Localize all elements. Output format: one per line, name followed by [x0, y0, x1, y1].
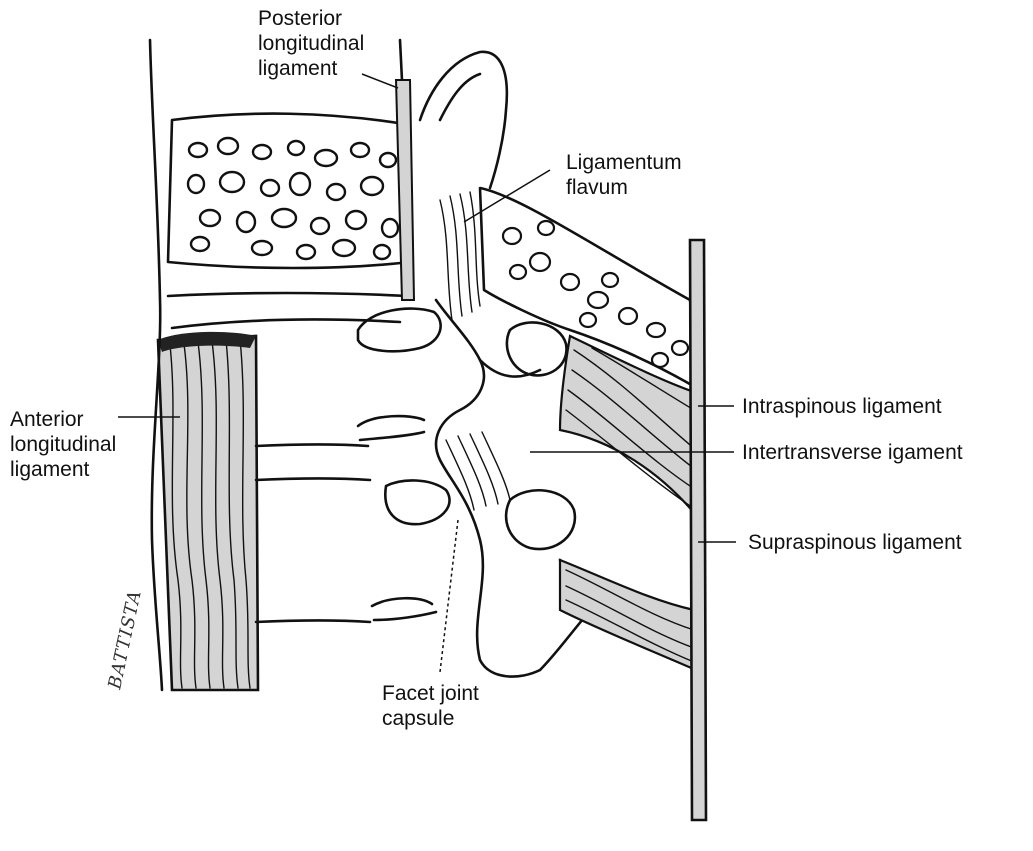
leader-facet-capsule	[440, 520, 458, 672]
label-line: Posterior	[258, 6, 364, 31]
supraspinous-ligament-drawing	[690, 240, 706, 820]
artist-signature: BATTISTA	[104, 588, 146, 692]
label-ligamentum-flavum: Ligamentum flavum	[566, 150, 682, 200]
label-line: longitudinal	[10, 432, 116, 457]
label-line: Anterior	[10, 407, 116, 432]
vertebral-body-upper	[168, 114, 410, 268]
facet-capsule-drawing	[446, 432, 510, 510]
label-line: ligament	[10, 457, 116, 482]
ligamentum-flavum-drawing	[440, 192, 480, 320]
leader-ligamentum-flavum	[464, 170, 550, 222]
svg-text:BATTISTA: BATTISTA	[104, 588, 146, 692]
label-anterior-longitudinal-ligament: Anterior longitudinal ligament	[10, 407, 116, 482]
label-line: flavum	[566, 175, 682, 200]
label-intertransverse-ligament: Intertransverse igament	[742, 440, 963, 465]
label-line: longitudinal	[258, 31, 364, 56]
label-line: capsule	[382, 706, 479, 731]
posterior-longitudinal-ligament-drawing	[396, 80, 414, 300]
interspinous-ligament-drawing	[560, 336, 700, 520]
label-facet-joint-capsule: Facet joint capsule	[382, 681, 479, 731]
label-posterior-longitudinal-ligament: Posterior longitudinal ligament	[258, 6, 364, 81]
anterior-longitudinal-ligament-drawing	[158, 332, 258, 690]
label-line: Facet joint	[382, 681, 479, 706]
label-intraspinous-ligament: Intraspinous ligament	[742, 394, 942, 419]
label-supraspinous-ligament: Supraspinous ligament	[748, 530, 962, 555]
intertransverse-ligament-drawing	[560, 560, 696, 670]
label-line: Ligamentum	[566, 150, 682, 175]
label-line: ligament	[258, 56, 364, 81]
leader-posterior-longitudinal	[362, 74, 398, 88]
